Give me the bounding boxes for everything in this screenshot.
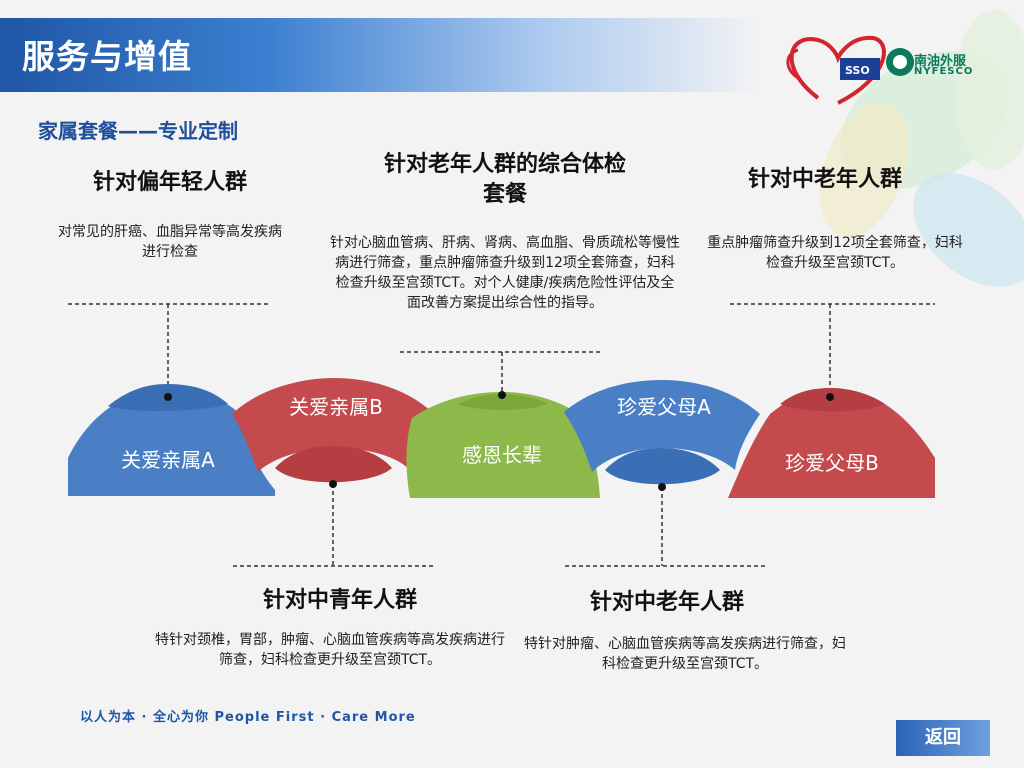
back-button[interactable]: 返回: [896, 720, 990, 756]
group-desc-middle-young: 特针对颈椎，胃部，肿瘤、心脑血管疾病等高发疾病进行筛查，妇科检查更升级至宫颈TC…: [155, 632, 505, 668]
svg-text:SSO: SSO: [845, 64, 870, 77]
logo-name-en: NYFESCO: [914, 66, 974, 77]
package-label-2: 关爱亲属B: [289, 395, 383, 419]
package-label-3: 感恩长辈: [462, 443, 542, 467]
section-subtitle: 家属套餐——专业定制: [38, 119, 238, 143]
package-segment-5: [728, 388, 935, 498]
group-desc-young: 对常见的肝癌、血脂异常等高发疾病进行检查: [58, 224, 282, 260]
company-logo: SSO: [786, 35, 914, 105]
package-segment-2: [232, 378, 432, 472]
footer-slogan: 以人为本 · 全心为你 People First · Care More: [80, 710, 416, 725]
group-desc-middle-old-bottom: 特针对肿瘤、心脑血管疾病等高发疾病进行筛查，妇科检查更升级至宫颈TCT。: [524, 636, 846, 672]
package-segment-1: [68, 388, 275, 496]
package-label-4: 珍爱父母A: [617, 395, 711, 419]
group-title-young: 针对偏年轻人群: [92, 170, 247, 195]
page-title: 服务与增值: [22, 37, 192, 76]
group-title-middle-young: 针对中青年人群: [262, 588, 417, 613]
header-bar: [0, 18, 760, 92]
package-segment-4: [564, 380, 760, 472]
group-title-middle-old-bottom: 针对中老年人群: [589, 590, 744, 615]
package-label-1: 关爱亲属A: [121, 448, 215, 472]
group-desc-elderly: 针对心脑血管病、肝病、肾病、高血脂、骨质疏松等慢性病进行筛查，重点肿瘤筛查升级到…: [330, 235, 680, 311]
group-title-middle-old-top: 针对中老年人群: [747, 167, 902, 192]
group-desc-middle-old-top: 重点肿瘤筛查升级到12项全套筛查，妇科检查升级至宫颈TCT。: [707, 235, 963, 271]
background-leaf-decoration: [819, 10, 1024, 287]
package-label-5: 珍爱父母B: [785, 451, 879, 475]
group-title-elderly: 针对老年人群的综合体检套餐: [383, 152, 626, 207]
package-segment-3: [406, 392, 600, 498]
logo-name-cn: 南油外服: [914, 54, 967, 69]
